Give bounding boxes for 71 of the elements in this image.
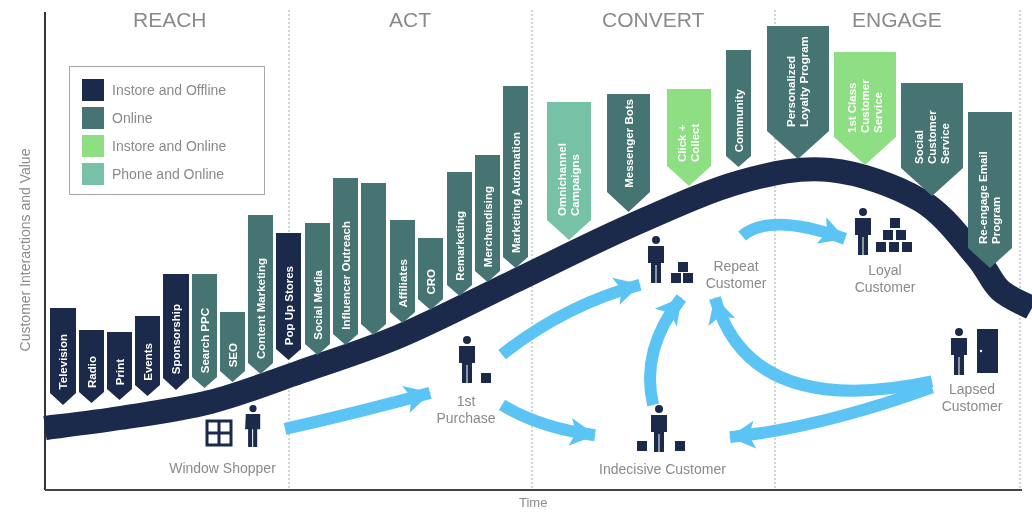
tag-label: Omnichannel Campaigns [556,142,582,216]
tag-marker [667,89,711,186]
tag-marker [276,233,301,360]
tag-label: Social Customer Service [912,109,952,164]
tag-marker [361,183,386,335]
tag-label: 1st Class Customer Service [845,78,885,133]
tag-label: Re-engage Email Program [977,150,1003,244]
tag-marker [390,220,415,323]
tag-marker [901,83,963,196]
arrow [283,385,432,435]
tag-label: Personalized Loyalty Program [785,35,811,127]
tag-marker [220,312,245,382]
tag-marker [333,178,358,345]
tag-label: Search PPC [198,307,211,373]
tag-marker [726,50,751,167]
legend-label: Instore and Online [112,138,227,154]
tag-marker [447,172,472,296]
arrow [499,399,596,446]
tag-marker [107,332,132,400]
tag-label: Television [56,333,70,389]
legend-label: Phone and Online [112,166,225,182]
tag-label: Remarketing [453,211,466,281]
stage-label: Window Shopper [168,460,277,477]
tag-label: Marketing Automation [509,132,522,253]
legend-label: Instore and Offline [112,82,227,98]
axis-title: Time [519,495,548,510]
tag-label: Affiliates [396,259,409,308]
tag-marker [968,112,1012,268]
tag-marker [135,316,160,396]
arrow [644,294,687,407]
tag-label: Influencer Outreach [339,221,352,330]
tag-marker [834,52,896,165]
tag-label: Community [732,88,745,152]
tag-marker [547,102,591,240]
legend-label: Online [112,110,153,126]
arrow [498,278,642,360]
tag-marker [305,223,330,355]
tag-label: Pop Up Stores [282,265,295,345]
tag-marker [192,274,217,388]
stage-label: Indecisive Customer [598,461,727,478]
tag-label: SEO [226,342,239,367]
phase-heading: ENGAGE [852,8,942,32]
stage-label: Lapsed Customer [940,381,1004,415]
phase-heading: CONVERT [602,8,705,32]
tag-label: Content Marketing [254,258,267,359]
axis-title: Customer Interactions and Value [16,148,33,352]
arrow [709,296,934,397]
tag-marker [79,330,104,403]
tag-marker [50,308,76,405]
tag-marker [418,238,443,310]
tag-marker [248,215,273,374]
tag-label: Sponsorship [169,303,183,374]
stage-label: Loyal Customer [853,262,917,296]
tag-marker [503,86,528,268]
phase-heading: ACT [389,8,431,32]
tag-marker [475,155,500,282]
tag-label: Events [141,343,154,381]
tag-label: Merchandising [481,185,494,267]
stage-label: 1st Purchase [435,393,497,427]
tag-label: Radio [85,356,98,388]
tag-label: CRO [424,269,437,295]
tag-marker [767,26,829,159]
arrow [738,217,847,245]
tag-label: Social Media [311,270,324,340]
tag-marker [163,274,189,390]
tag-label: Click + Collect [676,122,702,162]
stage-label: Repeat Customer [704,258,768,292]
tag-label: Messenger Bots [622,99,635,188]
tag-marker [607,94,650,212]
phase-heading: REACH [133,8,207,32]
tag-label: Print [113,358,126,385]
